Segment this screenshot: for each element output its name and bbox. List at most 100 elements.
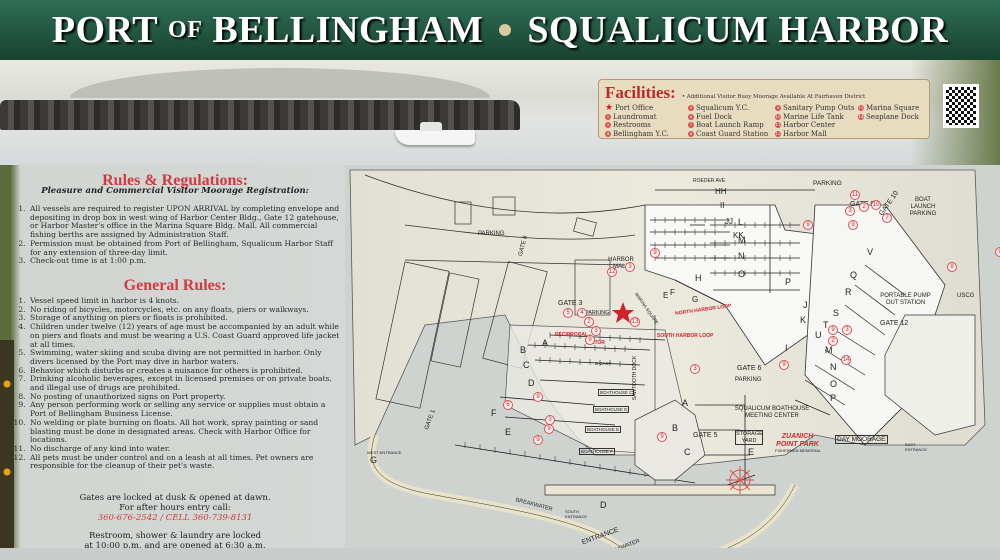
- facility-label: Harbor Center: [783, 121, 836, 129]
- dock-label: JJ: [725, 217, 733, 226]
- marker-9[interactable]: 9: [848, 220, 858, 230]
- label-boathouse-f: BOATHOUSE F: [579, 448, 615, 455]
- marker-9[interactable]: 9: [544, 424, 554, 434]
- facilities-note: • Additional Visitor Buoy Moorage Availa…: [681, 94, 866, 100]
- facility-label: Boat Launch Ramp: [696, 121, 764, 129]
- dock-label: E: [663, 291, 669, 300]
- dock-label: H: [695, 273, 702, 283]
- gates-line: at 10:00 p.m. and are opened at 6:30 a.m…: [84, 541, 266, 551]
- dock-label: C: [523, 360, 530, 370]
- marker-3[interactable]: 3: [842, 325, 852, 335]
- label-boat-launch-parking: BOAT LAUNCH PARKING: [909, 197, 937, 217]
- facility-label: Restrooms: [613, 121, 651, 129]
- rules-subtitle: Pleasure and Commercial Visitor Moorage …: [41, 186, 309, 196]
- marker-2[interactable]: 2: [828, 336, 838, 346]
- number-marker-icon: 12: [775, 130, 781, 137]
- facility-label: Squalicum Y.C.: [696, 104, 750, 112]
- marker-9[interactable]: 9: [995, 247, 1000, 257]
- number-marker-icon: 1: [605, 113, 611, 120]
- marker-10[interactable]: 10: [871, 200, 881, 210]
- label-parking: PARKING: [813, 180, 842, 187]
- dock-label: B: [672, 423, 679, 433]
- dock-label: KK: [733, 231, 744, 240]
- label-parking-mall: PARKING: [478, 231, 505, 237]
- rule-item: Any person performing work or selling an…: [28, 400, 342, 418]
- gates-line: For after hours entry call:: [119, 503, 231, 513]
- marker-3[interactable]: 3: [845, 206, 855, 216]
- marker-5[interactable]: 5: [563, 308, 573, 318]
- facilities-title: Facilities:: [605, 83, 676, 102]
- marker-2[interactable]: 2: [584, 317, 594, 327]
- dock-label: P: [830, 393, 837, 403]
- marker-7[interactable]: 7: [882, 213, 892, 223]
- dock-label: HH: [715, 187, 727, 196]
- rule-item: Storage of anything on piers or floats i…: [28, 314, 342, 323]
- number-marker-icon: 9: [775, 105, 781, 112]
- rule-item: Children under twelve (12) years of age …: [28, 322, 342, 349]
- compass-rose-icon: [726, 466, 754, 494]
- label-south-entrance: SOUTH ENTRANCE: [565, 509, 588, 519]
- dock-label: E: [748, 447, 755, 457]
- flower-decoration: [0, 340, 14, 560]
- marker-14[interactable]: 14: [841, 355, 851, 365]
- marker-3[interactable]: 3: [690, 364, 700, 374]
- rule-item: Drinking alcoholic beverages, except in …: [28, 374, 342, 392]
- title-bellingham: BELLINGHAM: [212, 9, 484, 51]
- rules-panel: [0, 165, 345, 560]
- marker-9[interactable]: 9: [585, 335, 595, 345]
- rule-item: Behavior which disturbs or creates a nui…: [28, 366, 342, 376]
- number-marker-icon: 14: [858, 113, 864, 120]
- marker-4[interactable]: 4: [577, 308, 587, 318]
- gates-note: Gates are locked at dusk & opened at daw…: [0, 493, 350, 551]
- marker-6[interactable]: 6: [503, 400, 513, 410]
- facility-label: Seaplane Dock: [866, 112, 919, 121]
- marker-13[interactable]: 13: [630, 317, 640, 327]
- facility-label: Fuel Dock: [696, 112, 732, 121]
- dock-label: G: [370, 455, 378, 465]
- marker-9[interactable]: 9: [828, 325, 838, 335]
- number-marker-icon: 10: [775, 113, 781, 120]
- number-marker-icon: 11: [775, 122, 781, 129]
- label-west-entrance: WEST ENTRANCE: [367, 450, 402, 455]
- dock-label: L: [738, 217, 744, 227]
- star-icon: ★: [605, 103, 614, 113]
- label-fishermen-memorial: FISHERMEN MEMORIAL: [775, 448, 822, 453]
- marker-8[interactable]: 8: [947, 262, 957, 272]
- marker-9[interactable]: 9: [533, 435, 543, 445]
- dock-label: V: [867, 247, 874, 257]
- label-visitor: VISITOR: [585, 340, 605, 346]
- marker-9[interactable]: 9: [650, 248, 660, 258]
- marker-9[interactable]: 9: [533, 392, 543, 402]
- marker-12[interactable]: 12: [607, 267, 617, 277]
- dock-label: D: [528, 378, 535, 388]
- label-boathouse-c: BOATHOUSE C: [598, 389, 635, 396]
- number-marker-icon: 7: [688, 122, 694, 129]
- marker-11[interactable]: 11: [850, 190, 860, 200]
- dock-label: M: [825, 345, 833, 355]
- title-squalicum: SQUALICUM HARBOR: [527, 9, 949, 51]
- marker-2[interactable]: 2: [859, 202, 869, 212]
- general-rules-title: General Rules:: [123, 277, 227, 294]
- phone-numbers[interactable]: 360-676-2542 / CELL 360-739-8131: [97, 513, 253, 523]
- qr-code-icon[interactable]: [943, 84, 979, 128]
- label-boathouse-d: BOATHOUSE D: [593, 406, 630, 413]
- map-drawing: [349, 169, 986, 560]
- marker-9[interactable]: 9: [803, 220, 813, 230]
- label-gate-5: GATE 5: [693, 432, 718, 439]
- dock-label: T: [823, 320, 829, 330]
- dock-label: B: [520, 345, 527, 355]
- marker-3[interactable]: 3: [591, 326, 601, 336]
- marker-9[interactable]: 9: [657, 432, 667, 442]
- facility-label: Sanitary Pump Outs: [783, 104, 855, 112]
- facility-label: Laundromat: [613, 112, 657, 121]
- number-marker-icon: 5: [688, 105, 694, 112]
- title-port: PORT: [51, 9, 159, 51]
- boat-icon: [395, 122, 475, 145]
- marker-9[interactable]: 9: [779, 360, 789, 370]
- label-gate-12: GATE 12: [880, 320, 909, 327]
- marker-3[interactable]: 3: [625, 262, 635, 272]
